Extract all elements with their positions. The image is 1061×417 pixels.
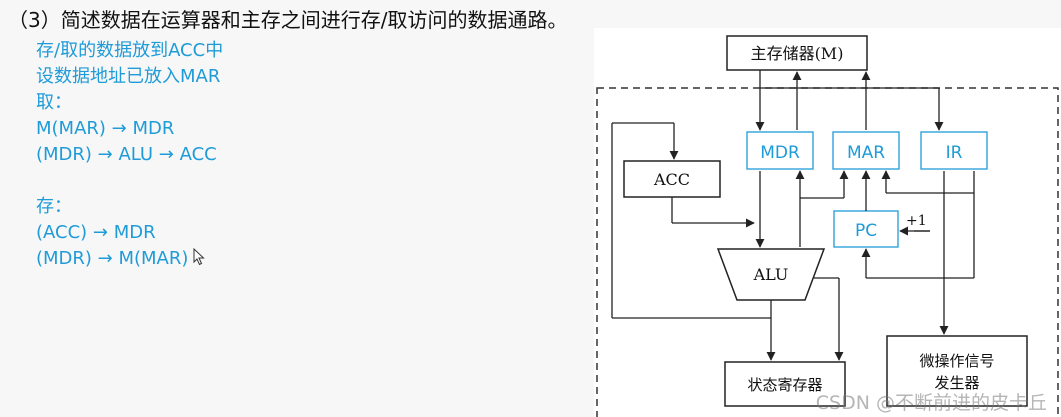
- svg-text:主存储器(M): 主存储器(M): [751, 44, 844, 63]
- answer-line: M(MAR) → MDR: [36, 118, 175, 139]
- mouse-pointer-icon: [193, 247, 205, 270]
- answer-line: (ACC) → MDR: [36, 222, 156, 243]
- mar-register: MAR: [832, 131, 900, 170]
- svg-text:PC: PC: [855, 221, 877, 241]
- answer-line: 取：: [36, 92, 72, 113]
- answer-line-blank: [36, 168, 223, 194]
- ir-register: IR: [920, 131, 988, 170]
- svg-text:MDR: MDR: [760, 143, 800, 163]
- svg-text:微操作信号: 微操作信号: [919, 352, 994, 370]
- svg-text:发生器: 发生器: [934, 374, 979, 392]
- pc-register: PC: [833, 210, 899, 248]
- svg-text:IR: IR: [946, 143, 963, 163]
- answer-line: (MDR) → M(MAR): [36, 248, 189, 269]
- answer-line: 设数据地址已放入MAR: [36, 66, 221, 87]
- status-register-box: 状态寄存器: [724, 361, 846, 407]
- svg-text:ACC: ACC: [653, 170, 690, 189]
- alu-unit: ALU: [716, 248, 826, 301]
- mdr-register: MDR: [746, 131, 814, 170]
- answer-line: (MDR) → ALU → ACC: [36, 144, 217, 165]
- answer-line: 存：: [36, 196, 72, 217]
- cpu-datapath-diagram: 主存储器(M) ACC MDR MAR IR PC +1: [594, 28, 1061, 417]
- svg-text:状态寄存器: 状态寄存器: [747, 376, 822, 394]
- answer-block: 存/取的数据放到ACC中 设数据地址已放入MAR 取： M(MAR) → MDR…: [36, 38, 223, 272]
- main-memory-box: 主存储器(M): [726, 35, 868, 71]
- pc-increment-label: +1: [906, 213, 927, 229]
- micro-op-generator-box: 微操作信号 发生器: [886, 335, 1028, 407]
- csdn-watermark: CSDN @不断前进的皮卡丘: [815, 392, 1047, 414]
- svg-text:ALU: ALU: [753, 265, 789, 284]
- acc-register: ACC: [623, 160, 721, 198]
- answer-line: 存/取的数据放到ACC中: [36, 40, 224, 61]
- question-text: （3）简述数据在运算器和主存之间进行存/取访问的数据通路。: [8, 8, 568, 32]
- svg-text:MAR: MAR: [847, 143, 885, 163]
